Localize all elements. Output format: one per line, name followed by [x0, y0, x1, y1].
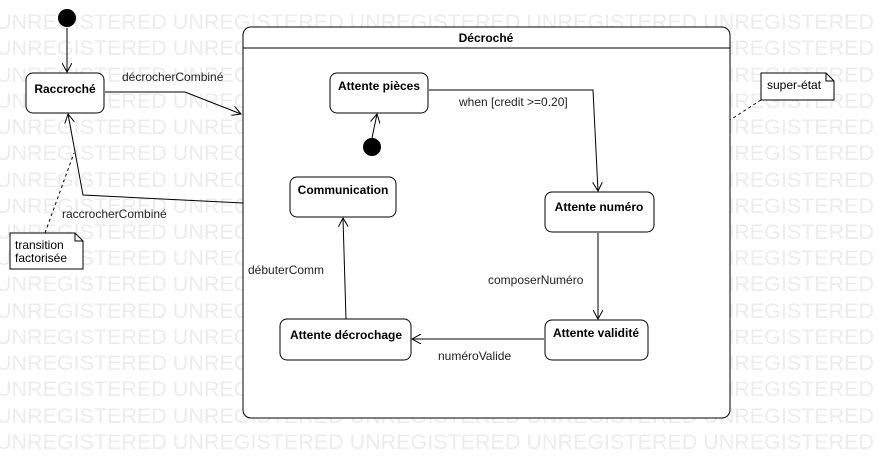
state-raccroche[interactable]: Raccroché: [25, 72, 105, 114]
state-attente-numero[interactable]: Attente numéro: [544, 191, 655, 233]
state-attente-decrochage[interactable]: Attente décrochage: [279, 318, 412, 361]
transition-when-credit[interactable]: [429, 89, 598, 191]
transition-decrocher[interactable]: [105, 91, 241, 114]
superstate-title: Décroché: [459, 31, 514, 45]
state-label-attente-validite: Attente validité: [553, 326, 639, 340]
note-text-transition-line2: factorisée: [15, 251, 67, 265]
note-transition-factorisee[interactable]: transition factorisée: [9, 232, 84, 270]
transition-label-raccrocher: raccrocherCombiné: [62, 207, 167, 221]
state-label-attente-pieces: Attente pièces: [338, 79, 420, 93]
note-link-super-etat: [729, 99, 762, 121]
transition-label-numero-valide: numéroValide: [438, 349, 511, 363]
state-label-raccroche: Raccroché: [34, 82, 96, 96]
transition-debuter[interactable]: [343, 218, 346, 320]
transition-label-decrocher: décrocherCombiné: [122, 70, 224, 84]
initial-state-outer[interactable]: [58, 9, 76, 27]
watermark-line: UNREGISTERED UNREGISTERED UNREGISTERED U…: [0, 430, 879, 454]
state-label-attente-numero: Attente numéro: [555, 200, 644, 214]
state-communication[interactable]: Communication: [289, 176, 397, 218]
transition-raccrocher[interactable]: [68, 114, 244, 204]
state-label-attente-decrochage: Attente décrochage: [290, 328, 402, 342]
note-super-etat[interactable]: super-état: [760, 72, 835, 101]
note-link-transition: [44, 152, 75, 234]
state-label-communication: Communication: [298, 183, 389, 197]
state-attente-pieces[interactable]: Attente pièces: [329, 72, 429, 114]
note-text-transition-line1: transition: [15, 238, 64, 252]
transition-label-when-credit: when [credit >=0.20]: [458, 95, 568, 109]
transition-label-composer: composerNuméro: [488, 273, 584, 287]
note-text-super-etat: super-état: [767, 78, 822, 92]
initial-state-inner[interactable]: [363, 138, 381, 156]
transition-label-debuter: débuterComm: [248, 263, 324, 277]
state-attente-validite[interactable]: Attente validité: [544, 319, 649, 361]
initial-transition-inner[interactable]: [372, 114, 377, 139]
